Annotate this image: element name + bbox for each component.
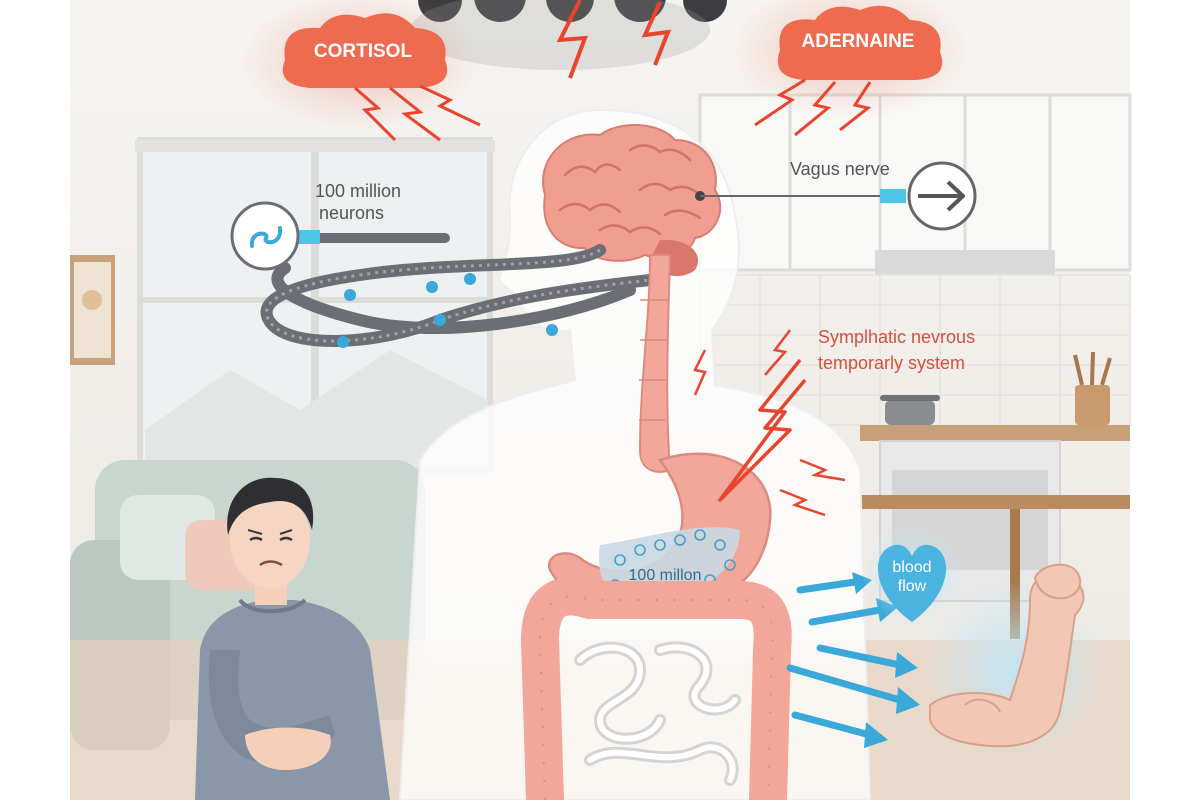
sympathetic-callout: Symplhatic nevrous temporarly system bbox=[693, 327, 975, 517]
lightning-icon bbox=[764, 329, 791, 376]
neurons-top-label-line2: neurons bbox=[319, 203, 384, 223]
lightning-icon bbox=[389, 86, 441, 142]
lightning-icon bbox=[419, 84, 481, 127]
adrenaline-label: ADERNAINE bbox=[802, 31, 915, 52]
adrenaline-cloud: ADERNAINE bbox=[730, 0, 970, 137]
lightning-icon bbox=[718, 358, 807, 502]
neurons-top-label-line1: 100 million bbox=[315, 181, 401, 201]
arrow-right-circle-icon bbox=[907, 161, 977, 231]
lightning-icon bbox=[754, 78, 806, 127]
storm-clouds bbox=[410, 0, 727, 79]
blood-flow-label-line1: blood bbox=[892, 559, 931, 576]
sympathetic-label-line2: temporarly system bbox=[818, 353, 965, 373]
cortisol-cloud: CORTISOL bbox=[240, 0, 481, 142]
sympathetic-label-line1: Symplhatic nevrous bbox=[818, 327, 975, 347]
lightning-icon bbox=[839, 81, 872, 132]
lightning-icon bbox=[799, 458, 846, 482]
vagus-nerve-callout: Vagus nerve bbox=[700, 159, 977, 231]
squiggle-icon bbox=[249, 226, 283, 248]
lightning-icon bbox=[556, 0, 588, 79]
blood-flow-label-line2: flow bbox=[898, 578, 927, 595]
stressed-person bbox=[195, 477, 390, 800]
lightning-icon bbox=[641, 1, 672, 66]
heart-icon: blood flow bbox=[862, 525, 962, 625]
lightning-icon bbox=[794, 81, 837, 137]
body-silhouette bbox=[398, 108, 872, 800]
esophagus bbox=[638, 254, 672, 473]
lightning-icon bbox=[779, 488, 826, 517]
brain bbox=[542, 124, 722, 277]
intestines bbox=[520, 577, 792, 800]
vagus-nerve-label: Vagus nerve bbox=[790, 159, 890, 179]
wall-picture bbox=[70, 255, 115, 365]
neuron-markers bbox=[337, 273, 558, 348]
cortisol-label: CORTISOL bbox=[314, 41, 413, 62]
nerve-cable: 100 million neurons bbox=[230, 181, 656, 348]
lightning-icon bbox=[693, 349, 707, 396]
dining-table bbox=[860, 495, 1130, 639]
lightning-icon bbox=[354, 86, 397, 142]
flexed-arm bbox=[920, 563, 1110, 760]
gut-neurons-label-line1: 100 millon bbox=[629, 567, 702, 584]
